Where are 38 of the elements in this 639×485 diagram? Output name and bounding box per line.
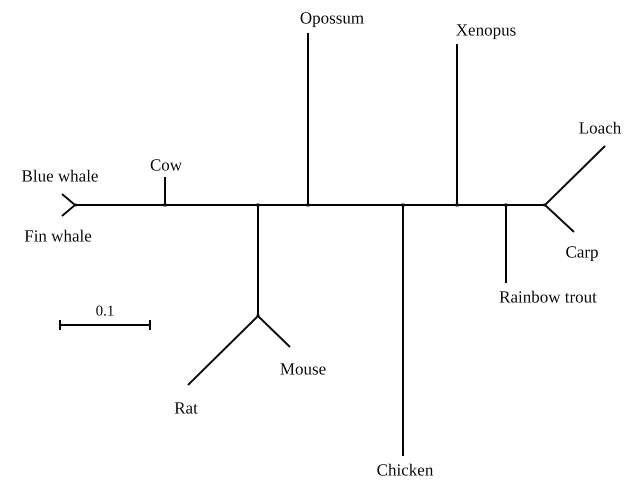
tree-branch (403, 204, 457, 206)
branch-point (402, 204, 404, 206)
tree-branch (456, 44, 458, 205)
tree-branch (402, 205, 404, 456)
branch-point (74, 204, 76, 206)
branch-point (504, 204, 508, 206)
taxon-label: Rainbow trout (499, 288, 597, 306)
tree-branch (75, 204, 165, 206)
tree-branch (257, 205, 259, 316)
tree-branch (165, 204, 258, 206)
tree-branch (307, 33, 309, 205)
taxon-label: Cow (150, 156, 182, 174)
tree-branch (505, 205, 507, 283)
taxon-label: Carp (565, 244, 599, 260)
branch-point (306, 204, 310, 206)
taxon-label: Chicken (376, 462, 434, 478)
taxon-label: Loach (578, 120, 622, 136)
taxon-label: Mouse (280, 360, 326, 378)
tree-branch (164, 177, 166, 205)
tree-branch (506, 204, 545, 206)
scale-label: 0.1 (96, 304, 114, 320)
tree-branch (544, 204, 575, 233)
tree-branch (187, 315, 259, 386)
taxon-label: Fin whale (24, 228, 92, 244)
branch-point (456, 204, 458, 206)
tree-branch (258, 204, 308, 206)
taxon-label: Opossum (300, 10, 364, 26)
tree-branch (457, 204, 506, 206)
branch-point (256, 204, 260, 206)
taxon-label: Blue whale (22, 168, 98, 184)
tree-branch (544, 145, 606, 206)
taxon-label: Xenopus (456, 22, 516, 38)
tree-branch (257, 315, 291, 348)
tree-branch (308, 204, 403, 206)
tree-branch (61, 204, 76, 217)
branch-point (164, 204, 166, 206)
taxon-label: Rat (174, 400, 198, 416)
tree-branch (61, 193, 76, 206)
